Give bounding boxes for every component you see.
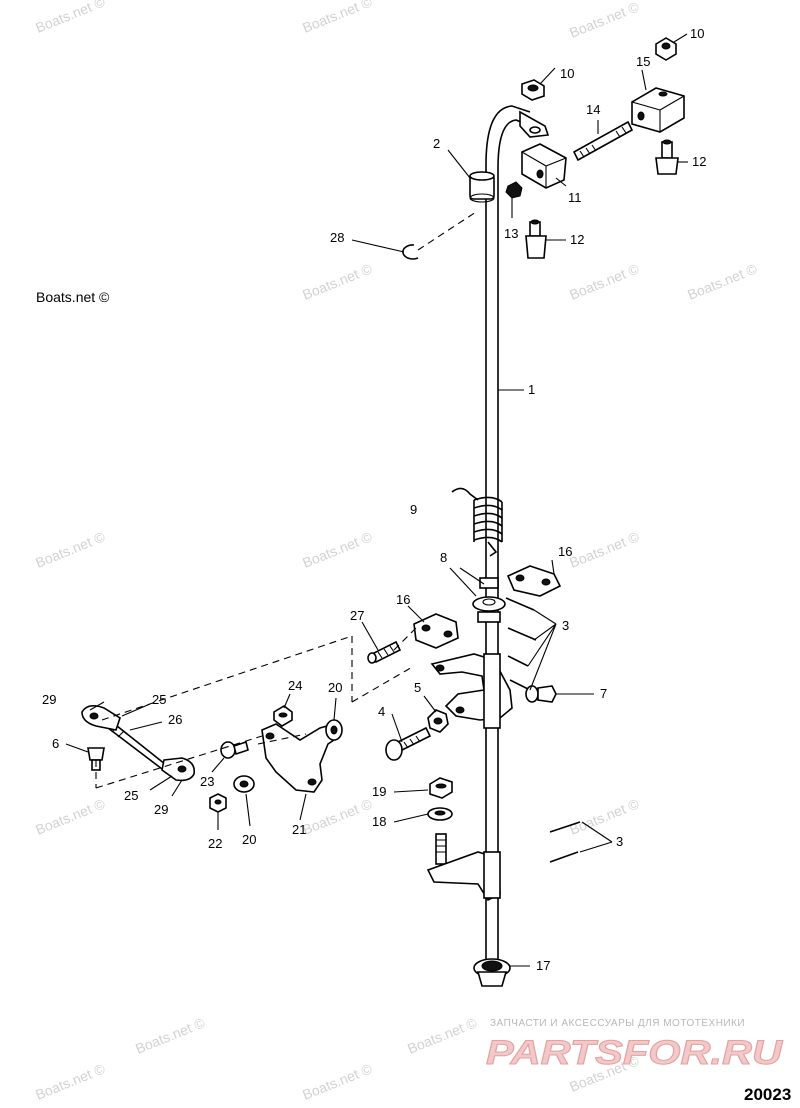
- callout-4: 4: [378, 704, 385, 719]
- nut-part-24: [273, 705, 293, 727]
- callout-21: 21: [292, 822, 306, 837]
- bushing-part-17: [473, 958, 511, 987]
- callout-3: 3: [616, 834, 623, 849]
- callout-7: 7: [600, 686, 607, 701]
- partsfor-logo: ЗАПЧАСТИ И АКСЕССУАРЫ ДЛЯ МОТОТЕХНИКИ PA…: [486, 1018, 785, 1073]
- watermark: Boats.net ©: [685, 260, 760, 303]
- callout-12: 12: [570, 232, 584, 247]
- callout-13: 13: [504, 226, 518, 241]
- washer-part-20-lower: [233, 775, 255, 793]
- clamp-part-16-right: [506, 565, 562, 597]
- clamp-part-16-left: [413, 613, 459, 649]
- callout-3: 3: [562, 618, 569, 633]
- link-rod-part-26: [106, 720, 172, 774]
- nut-part-22: [209, 793, 227, 813]
- watermark: Boats.net ©: [300, 528, 375, 571]
- screw-part-12-right: [655, 139, 679, 175]
- watermark: Boats.net ©: [300, 795, 375, 838]
- callout-11: 11: [568, 190, 582, 205]
- rod-end-part-29-lower: [161, 757, 196, 782]
- spring-part-9: [451, 487, 503, 557]
- block-part-11: [521, 143, 567, 189]
- callout-16: 16: [558, 544, 572, 559]
- callout-26: 26: [168, 712, 182, 727]
- watermark: Boats.net ©: [133, 1014, 208, 1057]
- washer-part-20-upper: [325, 719, 343, 741]
- watermark: Boats.net ©: [300, 0, 375, 36]
- watermark: Boats.net ©: [567, 528, 642, 571]
- ball-stud-part-7: [525, 685, 557, 703]
- alignment-lines: [95, 627, 417, 789]
- callout-15: 15: [636, 54, 650, 69]
- shift-shaft: [485, 105, 550, 960]
- watermark: Boats.net ©: [33, 1060, 108, 1103]
- callout-2: 2: [433, 136, 440, 151]
- callout-20: 20: [242, 832, 256, 847]
- callout-numbers: 1 2 3 3 4 5 6 7 8 9 10 10 11 12 12 13 14…: [42, 26, 706, 973]
- watermark: Boats.net ©: [405, 1014, 480, 1057]
- callout-18: 18: [372, 814, 386, 829]
- callout-1: 1: [528, 382, 535, 397]
- watermark: Boats.net ©: [567, 795, 642, 838]
- callout-29: 29: [154, 802, 168, 817]
- shift-lever-arms: [430, 653, 513, 729]
- upper-linkage: [505, 37, 685, 259]
- nut-part-5: [427, 709, 449, 733]
- callout-12: 12: [692, 154, 706, 169]
- bolt-part-4: [385, 726, 432, 761]
- lower-lever: [426, 833, 501, 902]
- callout-25: 25: [152, 692, 166, 707]
- screw-part-27: [367, 640, 402, 664]
- callout-17: 17: [536, 958, 550, 973]
- watermark: Boats.net ©: [300, 260, 375, 303]
- partsfor-wordmark: PARTSFOR.RU: [486, 1034, 784, 1072]
- watermark: Boats.net ©: [567, 260, 642, 303]
- callout-9: 9: [410, 502, 417, 517]
- lockwasher-part-13: [505, 181, 523, 199]
- watermark: Boats.net ©: [567, 0, 642, 41]
- screw-part-23: [220, 740, 249, 759]
- watermark-main: Boats.net ©: [36, 289, 110, 305]
- callout-23: 23: [200, 774, 214, 789]
- callout-24: 24: [288, 678, 302, 693]
- callout-25: 25: [124, 788, 138, 803]
- watermark: Boats.net ©: [33, 795, 108, 838]
- callout-28: 28: [330, 230, 344, 245]
- callout-27: 27: [350, 608, 364, 623]
- partsfor-tagline: ЗАПЧАСТИ И АКСЕССУАРЫ ДЛЯ МОТОТЕХНИКИ: [490, 1018, 745, 1029]
- nut-part-19: [429, 777, 453, 799]
- callout-10: 10: [560, 66, 574, 81]
- callout-14: 14: [586, 102, 600, 117]
- roll-pins-part-3: [505, 597, 581, 863]
- callout-22: 22: [208, 836, 222, 851]
- callout-20: 20: [328, 680, 342, 695]
- callout-29: 29: [42, 692, 56, 707]
- figure-number: 20023: [744, 1085, 791, 1104]
- washer-part-18: [427, 807, 453, 821]
- watermark: Boats.net ©: [33, 528, 108, 571]
- callout-10: 10: [690, 26, 704, 41]
- screw-part-12-left: [525, 219, 547, 259]
- spacers-part-8: [472, 577, 506, 623]
- callout-16: 16: [396, 592, 410, 607]
- watermark: Boats.net ©: [300, 1060, 375, 1103]
- callout-6: 6: [52, 736, 59, 751]
- nut-part-10-right: [655, 37, 677, 61]
- callout-8: 8: [440, 550, 447, 565]
- collar-part-2: [469, 171, 495, 203]
- watermark-layer: Boats.net © Boats.net © Boats.net © Boat…: [33, 0, 760, 1103]
- rod-end-part-29-upper: [81, 704, 121, 731]
- leader-lines: [65, 33, 688, 967]
- e-clip-part-28: [402, 211, 477, 260]
- stud-part-14: [572, 120, 634, 162]
- callout-19: 19: [372, 784, 386, 799]
- bracket-part-21: [261, 723, 342, 793]
- block-part-15: [631, 87, 685, 133]
- callout-5: 5: [414, 680, 421, 695]
- watermark: Boats.net ©: [33, 0, 108, 36]
- nut-part-10: [521, 79, 545, 101]
